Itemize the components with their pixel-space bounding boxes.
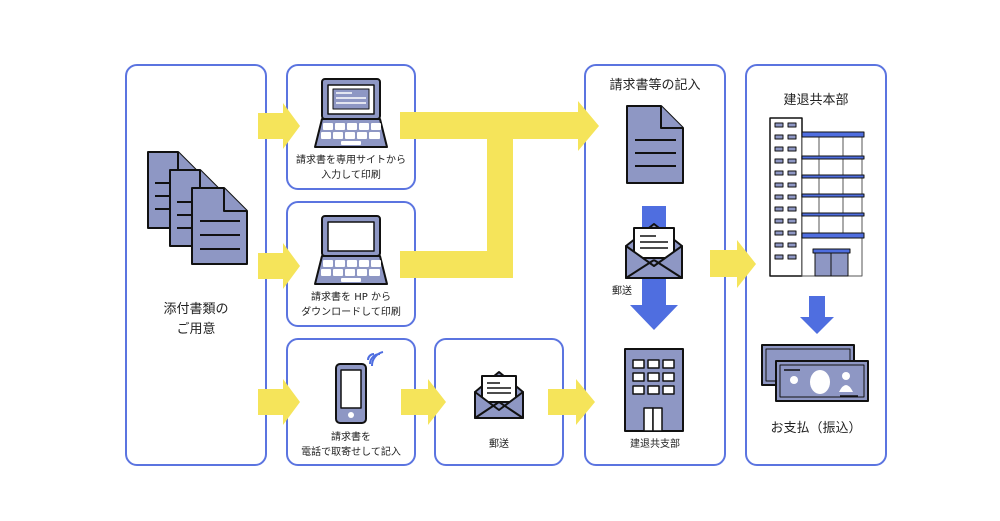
title-head-office: 建退共本部 <box>783 93 849 108</box>
label-fill-in-mail: 郵送 <box>612 286 632 297</box>
banknotes-icon <box>761 344 869 402</box>
arrow-mail-to-branch <box>548 379 595 425</box>
label-hp-download: 請求書を HP から ダウンロードして印刷 <box>301 292 401 318</box>
documents-stack-icon <box>147 151 248 265</box>
title-fill-in: 請求書等の記入 <box>609 78 701 93</box>
label-branch: 建退共支部 <box>630 439 680 450</box>
arrow-to-site-input <box>258 103 300 149</box>
envelope-icon <box>474 371 524 419</box>
laptop-form-icon <box>314 78 388 148</box>
laptop-icon <box>314 215 388 285</box>
label-phone-request: 請求書を 電話で取寄せして記入 <box>301 432 401 458</box>
label-site-input: 請求書を専用サイトから 入力して印刷 <box>296 155 406 181</box>
arrow-phone-to-mail <box>401 379 446 425</box>
arrow-to-phone-request <box>258 379 300 425</box>
arrow-merge-to-fill-in <box>400 101 599 278</box>
headquarters-building-icon <box>769 117 865 277</box>
arrow-to-head-office <box>710 240 756 288</box>
label-payment: お支払（振込） <box>770 421 862 436</box>
smartphone-icon <box>335 351 384 424</box>
blue-arrow-down-payment <box>800 296 834 334</box>
office-building-icon <box>624 348 684 432</box>
label-mail: 郵送 <box>489 439 509 450</box>
arrow-to-hp-download <box>258 243 300 289</box>
envelope-icon-fill-in <box>625 223 683 279</box>
document-icon <box>626 105 684 184</box>
label-prepare-docs: 添付書類の ご用意 <box>163 302 229 337</box>
